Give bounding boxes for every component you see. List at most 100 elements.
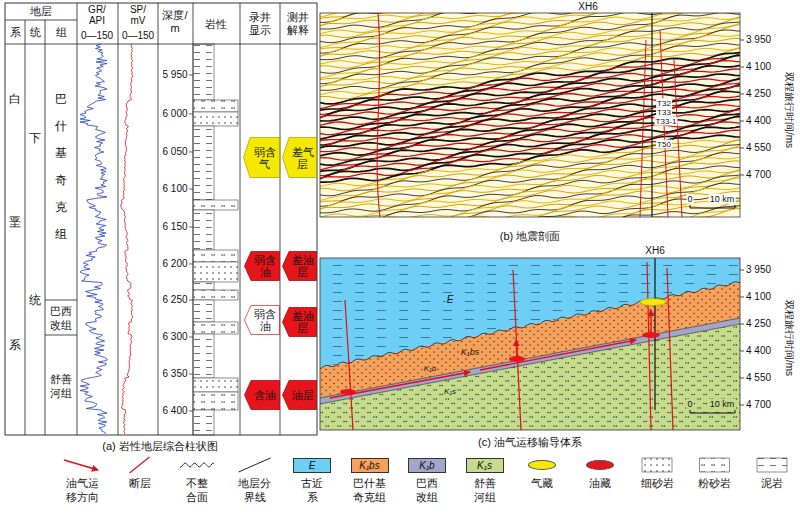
unit-label: K₁s (443, 387, 457, 396)
reflector (320, 135, 740, 182)
reflector (320, 17, 740, 64)
legend-text: 细砂岩 (640, 476, 674, 490)
unit-label: K₁b (423, 364, 437, 373)
depth-tick (189, 152, 193, 153)
axis-tick-label: 4 100 (746, 291, 771, 303)
legend-text: 巴什基奇克组 (352, 476, 386, 504)
depth-tick (189, 374, 193, 375)
rule-line (45, 335, 77, 336)
lith-bed (193, 410, 214, 435)
scale-bar (690, 413, 735, 414)
lith-bed (193, 112, 238, 126)
depth-value: 5 950 (162, 69, 187, 81)
lith-bed (193, 44, 214, 100)
lithology-pattern (700, 458, 730, 472)
marker-outline (245, 381, 280, 410)
migration-section (320, 258, 740, 430)
migration-arrow (480, 340, 636, 370)
reflector (320, 201, 740, 217)
legend-text: 气藏 (530, 476, 553, 490)
depth-value: 6 400 (162, 405, 187, 417)
depth-value: 6 150 (162, 221, 187, 233)
legend-text: 泥岩 (760, 476, 783, 490)
caption: (c) 油气运移输导体系 (478, 436, 582, 449)
legend-text: 断层 (128, 476, 151, 490)
rule-line (240, 3, 241, 435)
depth-value: 6 350 (162, 368, 187, 380)
depth-tick (189, 411, 193, 412)
panel-frame (320, 258, 740, 430)
header-cell: 录井显示 (247, 11, 273, 37)
rule-line (118, 3, 119, 435)
axis-tick (740, 297, 744, 298)
reflector (320, 25, 740, 80)
header-cell: 深度/ m (160, 9, 190, 35)
lith-pattern (193, 126, 214, 200)
lithology-symbol (757, 458, 787, 472)
swatch-symbol: K₁s (477, 460, 492, 472)
migration-arrow (330, 372, 470, 398)
legend-swatch (528, 460, 556, 470)
marker-text: 油层 (289, 389, 316, 401)
marker-outline (244, 138, 280, 178)
lith-bed (193, 300, 214, 322)
marker-text: 差油层 (289, 310, 316, 334)
header-cell: 组 (56, 26, 67, 39)
scale-range: 0—150 (81, 30, 113, 42)
swatch-symbol: E (309, 460, 316, 472)
migration-arrow (650, 310, 651, 333)
well-name: XH6 (645, 245, 664, 257)
depth-value: 6 300 (162, 331, 187, 343)
stratum-name: 下统 (29, 57, 41, 381)
axis-tick (740, 270, 744, 271)
rule-line (5, 20, 77, 21)
axis-tick (740, 405, 744, 406)
axis-tick (740, 94, 744, 95)
depth-tick (189, 189, 193, 190)
fault-line (640, 40, 646, 217)
legend-text: 巴西改组 (415, 476, 438, 504)
unit-label: E (446, 294, 455, 306)
lith-pattern (193, 44, 214, 100)
scale-text: 10 km (709, 194, 736, 204)
lith-bed (193, 334, 214, 378)
depth-tick (189, 114, 193, 115)
marker-text: 含油 (251, 389, 279, 401)
gas-pool (640, 299, 666, 306)
lith-bed (193, 200, 238, 210)
lith-bed (193, 290, 238, 300)
scale-text: 0 (686, 399, 693, 409)
axis-tick-label: 4 250 (746, 88, 771, 100)
reflector (320, 166, 740, 213)
log-interpretation-marker: 差气层 (282, 137, 317, 178)
scale-bar (690, 205, 691, 208)
boundary-line (320, 318, 740, 398)
well-line (651, 13, 652, 217)
lith-pattern (193, 200, 238, 210)
lith-bed (193, 262, 238, 282)
reflector (320, 13, 740, 60)
lith-bed (193, 250, 238, 262)
marker-text: 差油层 (289, 254, 316, 278)
fault-line (513, 270, 521, 430)
panel-a (5, 3, 317, 435)
lith-pattern (193, 100, 238, 112)
migration-arrow (516, 340, 517, 357)
shushanhe-pattern (320, 324, 740, 430)
scale-text: 0 (686, 194, 693, 204)
legend-text: 舒善河组 (473, 476, 496, 504)
lith-bed (193, 126, 214, 200)
stratum-name: 巴什基奇克组 (55, 86, 67, 248)
reflector (320, 188, 740, 217)
legend-swatch (586, 460, 614, 470)
rule-line (158, 3, 159, 435)
rule-line (5, 44, 317, 45)
lith-pattern (193, 300, 214, 322)
mud-log-marker: 弱含油 (244, 305, 280, 335)
lith-pattern (193, 392, 238, 410)
axis-tick (740, 121, 744, 122)
axis-tick (740, 378, 744, 379)
axis-tick-label: 3 950 (746, 264, 771, 276)
reflector (320, 192, 740, 218)
header-cell: 岩性 (205, 18, 227, 31)
